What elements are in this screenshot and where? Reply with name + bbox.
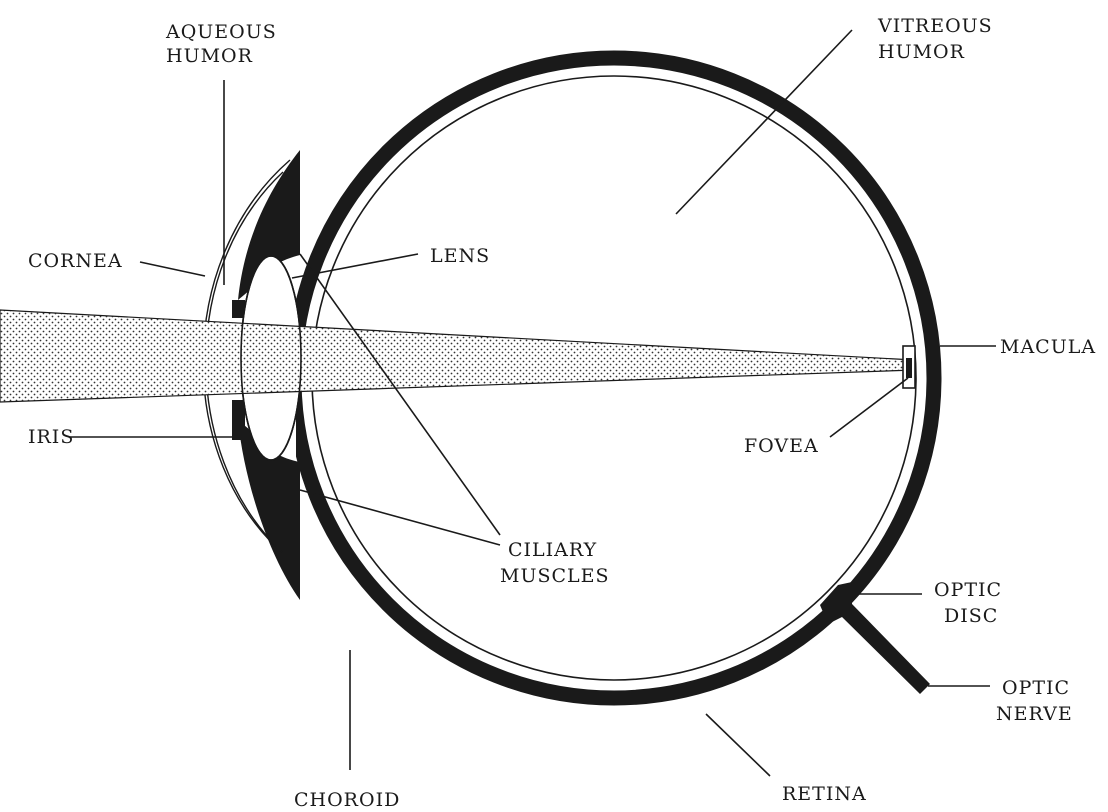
label-optic-disc-1: OPTIC [934, 579, 1002, 601]
label-vitreous-humor-1: VITREOUS [877, 15, 993, 37]
label-choroid: CHOROID [294, 789, 400, 811]
label-optic-nerve-2: NERVE [996, 703, 1073, 725]
label-retina: RETINA [782, 783, 867, 805]
label-iris: IRIS [28, 426, 74, 448]
label-aqueous-humor-2: HUMOR [166, 45, 253, 67]
label-ciliary-muscles-1: CILIARY [508, 539, 597, 561]
label-macula: MACULA [1000, 336, 1096, 358]
light-beam [0, 310, 914, 402]
label-vitreous-humor-2: HUMOR [878, 41, 965, 63]
optic-nerve [820, 582, 930, 694]
label-cornea: CORNEA [28, 250, 123, 272]
label-ciliary-muscles-2: MUSCLES [500, 565, 610, 587]
label-aqueous-humor-1: AQUEOUS [165, 21, 277, 43]
macula [903, 346, 915, 388]
label-fovea: FOVEA [744, 435, 819, 457]
label-optic-nerve-1: OPTIC [1002, 677, 1070, 699]
label-optic-disc-2: DISC [944, 605, 998, 627]
label-lens: LENS [430, 245, 490, 267]
